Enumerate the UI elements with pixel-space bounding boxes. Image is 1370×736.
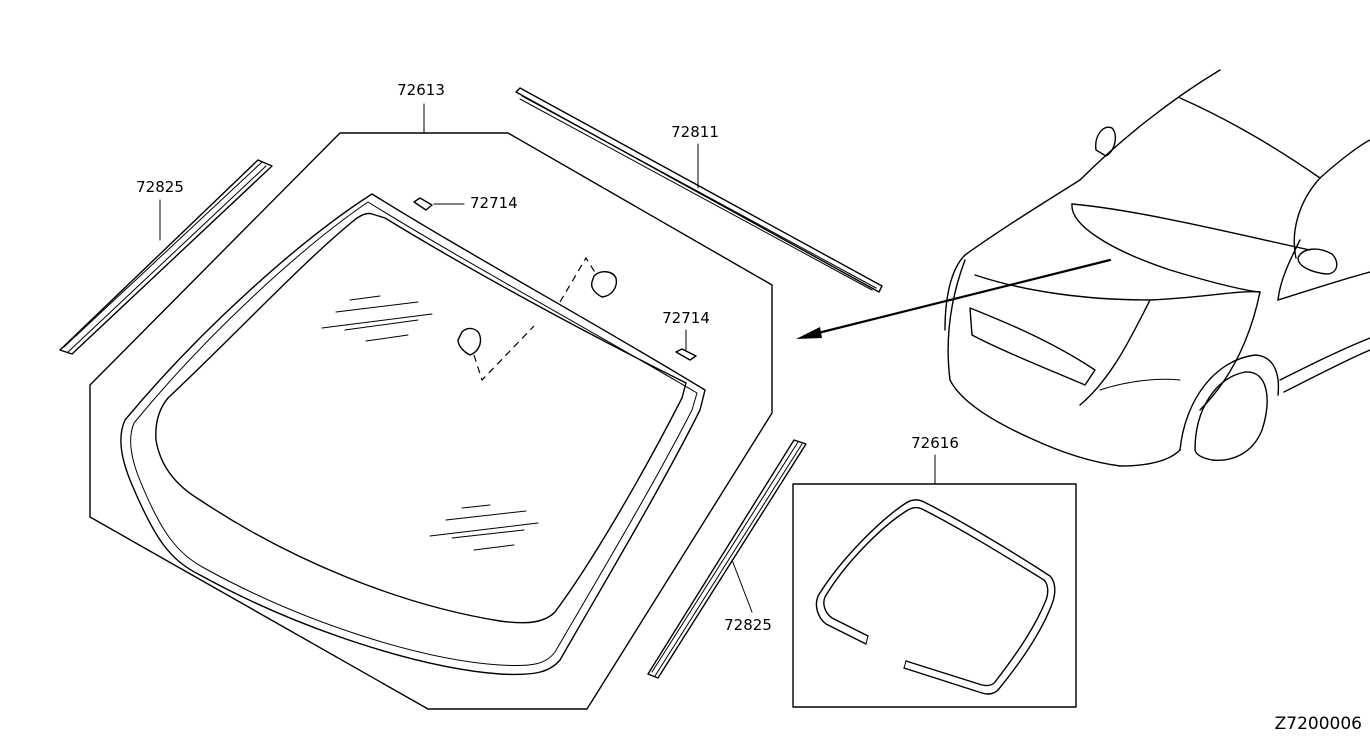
top-molding-part [515, 87, 883, 293]
right-molding-line [654, 443, 803, 677]
mirror-base-detached [590, 271, 618, 298]
car-lower-grille [1099, 378, 1181, 391]
label-72714-lower: 72714 [662, 309, 710, 327]
glare-mark [344, 319, 419, 331]
drawing-code: Z7200006 [1275, 714, 1362, 734]
clip-upper-part [413, 197, 433, 211]
car-headlight [969, 307, 1096, 386]
mirror-leader-dashed [473, 325, 535, 382]
windshield-inner-border [155, 212, 687, 624]
car-front-bumper [947, 259, 1181, 467]
arrow-shaft [804, 258, 1112, 338]
glare-mark [445, 510, 527, 521]
car-fender-line [1277, 239, 1301, 301]
car-roof-edge [1179, 97, 1321, 179]
car-wheel-arch [1179, 354, 1280, 451]
left-molding-line [67, 165, 267, 353]
right-molding-line [651, 441, 799, 673]
location-arrow [796, 258, 1112, 339]
glare-mark [451, 529, 525, 539]
left-molding-body [59, 159, 273, 355]
glare-mark [349, 295, 381, 301]
leader-72825-right [731, 559, 753, 613]
glare-mark [473, 544, 515, 551]
car-fender-front [1199, 291, 1261, 411]
car-hood-crease [1079, 299, 1151, 406]
label-72613: 72613 [397, 81, 445, 99]
right-side-molding-part [647, 439, 807, 679]
windshield-outer-edge [120, 193, 706, 676]
glare-mark [321, 313, 433, 329]
mirror-base-on-glass [457, 327, 482, 356]
seal-end-right [903, 660, 907, 669]
glare-mark [365, 334, 409, 342]
car-side-mirror [1297, 248, 1338, 275]
car-side-sill [1279, 337, 1370, 381]
car-hood-front-line [974, 274, 1261, 301]
label-72811: 72811 [671, 123, 719, 141]
car-wiper-mount [1095, 126, 1117, 157]
glare-mark [461, 504, 491, 509]
clip-lower-body [675, 348, 697, 361]
car-a-pillar-base [1293, 177, 1321, 259]
glass-group-boundary [89, 132, 773, 710]
arrow-head [796, 327, 822, 339]
top-molding-line [521, 95, 877, 289]
seal-outer-path [815, 499, 1056, 695]
windshield-outer-edge-inner [130, 201, 698, 667]
label-72825-right: 72825 [724, 616, 772, 634]
top-molding-line [519, 98, 873, 291]
windshield-assembly [89, 132, 773, 710]
car-side-beltline [1277, 271, 1370, 301]
seal-kit-box [792, 483, 1077, 708]
left-side-molding-part [59, 159, 273, 355]
car-hood-left-edge [944, 179, 1081, 331]
mirror-leader-dashed-2 [559, 256, 597, 303]
label-72616: 72616 [911, 434, 959, 452]
clip-upper-body [413, 197, 433, 211]
car-cowl-line [1071, 203, 1261, 293]
label-72825-left: 72825 [136, 178, 184, 196]
car-side-sill-2 [1283, 349, 1370, 393]
car-windshield-base [1071, 203, 1311, 251]
car-front-wheel [1194, 371, 1268, 462]
seal-inner-path [823, 506, 1049, 687]
top-molding-body [515, 87, 883, 293]
seal-kit-part [815, 499, 1056, 695]
glare-mark [429, 522, 539, 537]
car-a-pillar-right [1319, 139, 1370, 179]
seal-end-left [865, 635, 869, 645]
left-molding-line [63, 161, 263, 348]
label-72714-upper: 72714 [470, 194, 518, 212]
car-front-illustration [944, 69, 1370, 467]
car-a-pillar-left [1079, 69, 1221, 181]
glare-mark [335, 301, 419, 313]
clip-lower-part [675, 348, 697, 361]
